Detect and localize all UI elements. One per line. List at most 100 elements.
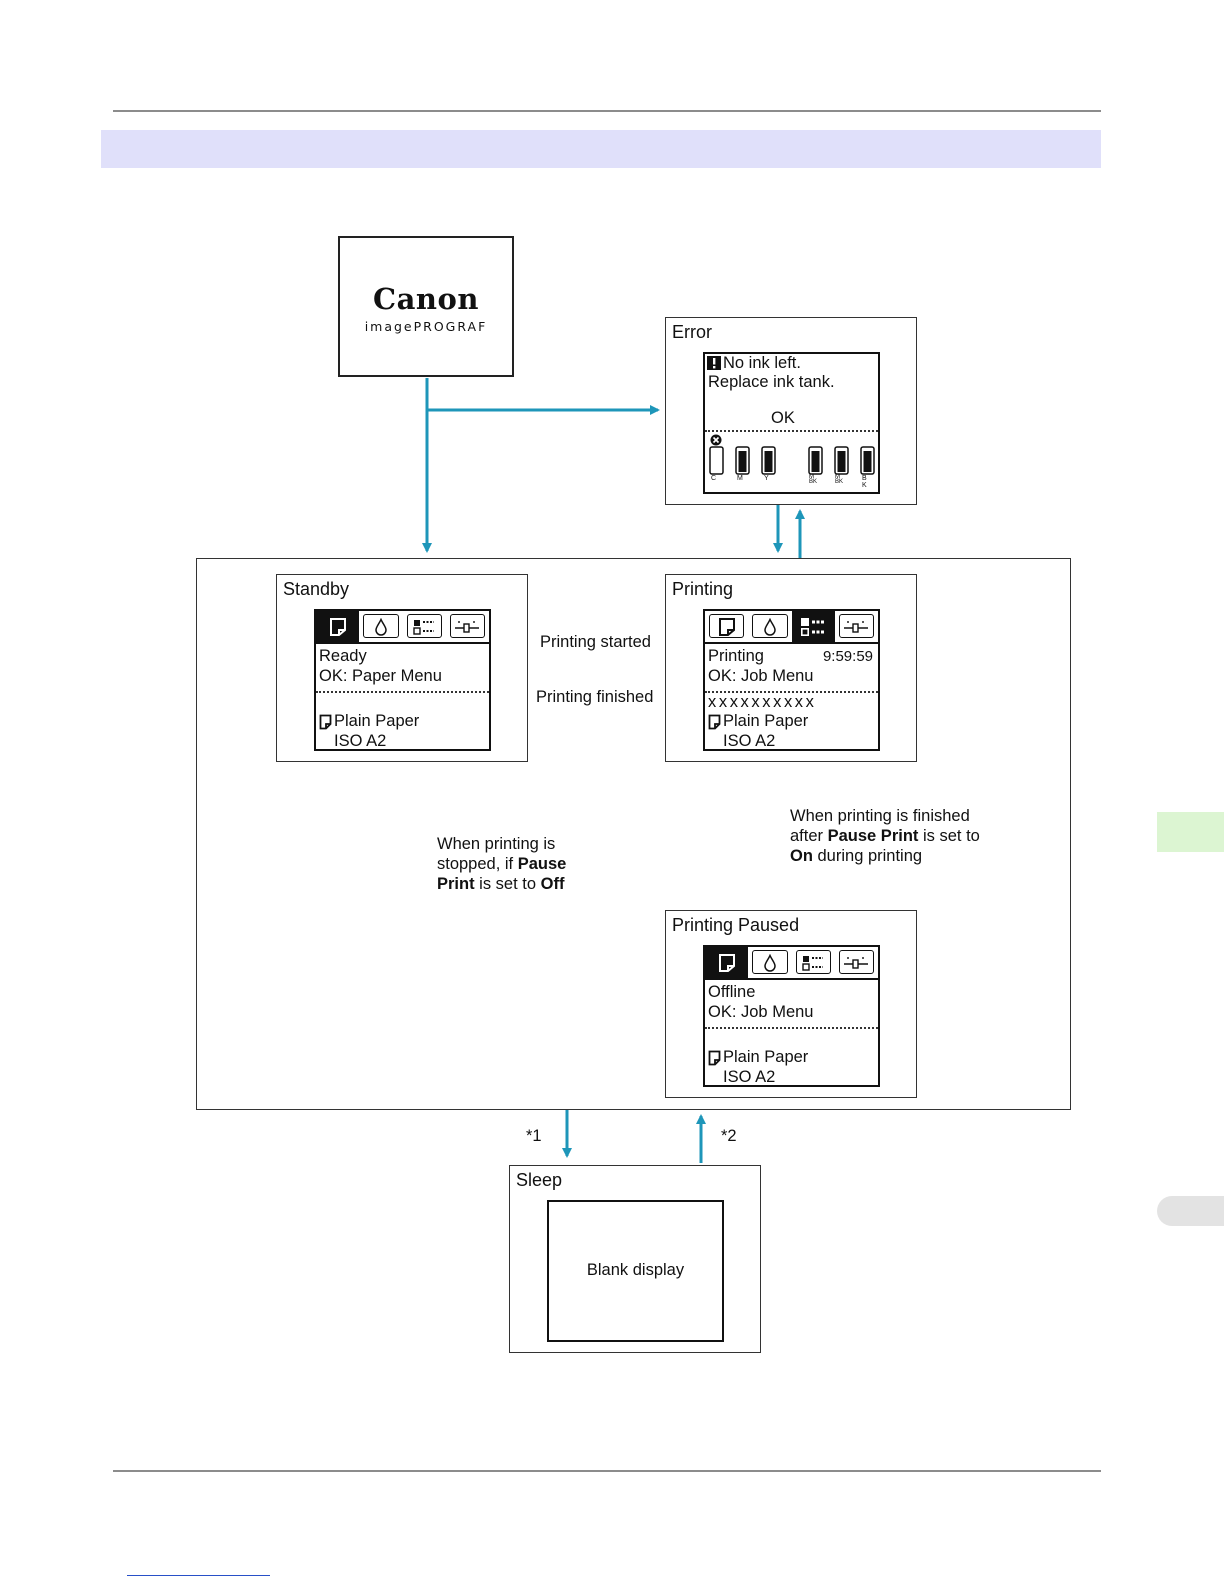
tab-settings[interactable] <box>446 611 489 642</box>
error-state: Error No ink left. Replace ink tank. OK … <box>665 317 917 505</box>
printing-display: Printing 9:59:59 OK: Job Menu xxxxxxxxxx… <box>703 609 880 751</box>
stopped-text-b: is set to <box>474 875 541 893</box>
warning-icon <box>707 356 721 370</box>
standby-paper-size: ISO A2 <box>334 732 387 750</box>
ink-label-mbk-2: MBK <box>835 474 844 485</box>
paper-icon <box>708 1050 721 1066</box>
error-message-1: No ink left. <box>723 354 801 372</box>
stopped-text-a: stopped, if <box>437 855 518 873</box>
tab-job[interactable] <box>791 611 835 642</box>
paper-icon <box>329 617 346 636</box>
ink-tank-c <box>709 446 724 475</box>
finished-line-2: after Pause Print is set to <box>790 826 980 846</box>
paper-icon <box>718 953 735 972</box>
sleep-state: Sleep Blank display <box>509 1165 761 1353</box>
paper-icon <box>319 714 332 730</box>
tab-settings[interactable] <box>835 611 878 642</box>
chapter-tab[interactable] <box>1157 812 1224 852</box>
stopped-line-3: Print is set to Off <box>437 874 566 894</box>
menu-tabs <box>705 611 878 644</box>
ink-label-m: M <box>737 475 743 482</box>
printing-started-label: Printing started <box>540 633 651 651</box>
stopped-line-2: stopped, if Pause <box>437 854 566 874</box>
printing-state: Printing Printing 9:59:59 OK: Job Menu x… <box>665 574 917 762</box>
finished-text-b: is set to <box>918 827 980 845</box>
finished-text-a: after <box>790 827 828 845</box>
stopped-condition-label: When printing is stopped, if Pause Print… <box>437 834 566 894</box>
printing-title: Printing <box>672 579 734 599</box>
standby-ok-hint: OK: Paper Menu <box>319 667 442 685</box>
ink-label-y: Y <box>764 475 769 482</box>
ink-label-c: C <box>711 475 717 482</box>
paused-ok-hint: OK: Job Menu <box>708 1003 814 1021</box>
paper-icon <box>708 714 721 730</box>
footer-link-underline[interactable] <box>127 1575 270 1576</box>
ink-label-mbk-1: MBK <box>809 474 818 485</box>
settings-slider-icon <box>844 620 869 633</box>
menu-tabs <box>705 947 878 980</box>
printing-ok-hint: OK: Job Menu <box>708 667 814 685</box>
standby-title: Standby <box>283 579 350 599</box>
error-message-2: Replace ink tank. <box>708 373 835 391</box>
printing-paused-state: Printing Paused Offline OK: Job Menu Pla… <box>665 910 917 1098</box>
finished-line-3: On during printing <box>790 846 980 866</box>
divider <box>705 430 878 432</box>
printing-finished-label: Printing finished <box>536 688 654 706</box>
standby-paper-type: Plain Paper <box>334 712 420 730</box>
error-ok: OK <box>771 409 795 427</box>
printing-job-name: xxxxxxxxxx <box>708 693 817 711</box>
tab-paper[interactable] <box>705 611 748 642</box>
stopped-line-1: When printing is <box>437 835 556 853</box>
ink-level-gauge <box>709 434 875 475</box>
error-display: No ink left. Replace ink tank. OK C M Y … <box>703 352 880 494</box>
printing-paper-type: Plain Paper <box>723 712 809 730</box>
standby-display: Ready OK: Paper Menu Plain Paper ISO A2 <box>314 609 491 751</box>
stopped-text-pause: Pause <box>517 855 567 873</box>
tab-settings[interactable] <box>835 947 878 978</box>
ink-label-bk: BK <box>862 475 867 489</box>
paused-paper-type: Plain Paper <box>723 1048 809 1066</box>
ink-drop-icon <box>764 953 776 972</box>
tab-ink[interactable] <box>748 611 791 642</box>
finished-text-pause-print: Pause Print <box>827 827 919 845</box>
paused-status: Offline <box>708 983 756 1001</box>
finished-line-1: When printing is finished <box>790 807 970 825</box>
standby-state: Standby Ready OK: Paper Menu Plain Paper… <box>276 574 528 762</box>
job-icon <box>801 617 826 636</box>
paused-title: Printing Paused <box>672 915 800 935</box>
tab-paper[interactable] <box>705 947 749 978</box>
divider <box>316 691 489 693</box>
settings-slider-icon <box>844 956 869 969</box>
stopped-text-print: Print <box>437 875 475 893</box>
tab-job[interactable] <box>792 947 835 978</box>
job-icon <box>413 619 435 635</box>
tab-paper[interactable] <box>316 611 360 642</box>
sleep-display: Blank display <box>547 1200 724 1342</box>
paused-display: Offline OK: Job Menu Plain Paper ISO A2 <box>703 945 880 1087</box>
finished-condition-label: When printing is finished after Pause Pr… <box>790 806 980 866</box>
tab-job[interactable] <box>403 611 446 642</box>
tab-ink[interactable] <box>748 947 791 978</box>
ink-drop-icon <box>764 617 776 636</box>
blank-display-label: Blank display <box>586 1261 685 1279</box>
imageprograf-logo: imagePROGRAF <box>364 319 488 334</box>
section-heading-band <box>101 130 1101 168</box>
paper-icon <box>718 617 735 636</box>
note-1-label: *1 <box>526 1127 542 1145</box>
sleep-title: Sleep <box>516 1170 563 1190</box>
finished-text-on: On <box>790 847 813 865</box>
finished-text-c: during printing <box>812 847 923 865</box>
divider <box>705 1027 878 1029</box>
canon-logo: Canon <box>373 282 479 316</box>
printing-paper-size: ISO A2 <box>723 732 776 750</box>
standby-status: Ready <box>319 647 367 665</box>
index-tab[interactable] <box>1157 1196 1224 1226</box>
printing-status: Printing <box>708 647 764 665</box>
menu-tabs <box>316 611 489 644</box>
divider <box>705 691 878 693</box>
settings-slider-icon <box>455 620 480 633</box>
tab-ink[interactable] <box>359 611 402 642</box>
header-rule <box>113 110 1101 112</box>
stopped-text-off: Off <box>540 875 565 893</box>
error-title: Error <box>672 322 712 342</box>
